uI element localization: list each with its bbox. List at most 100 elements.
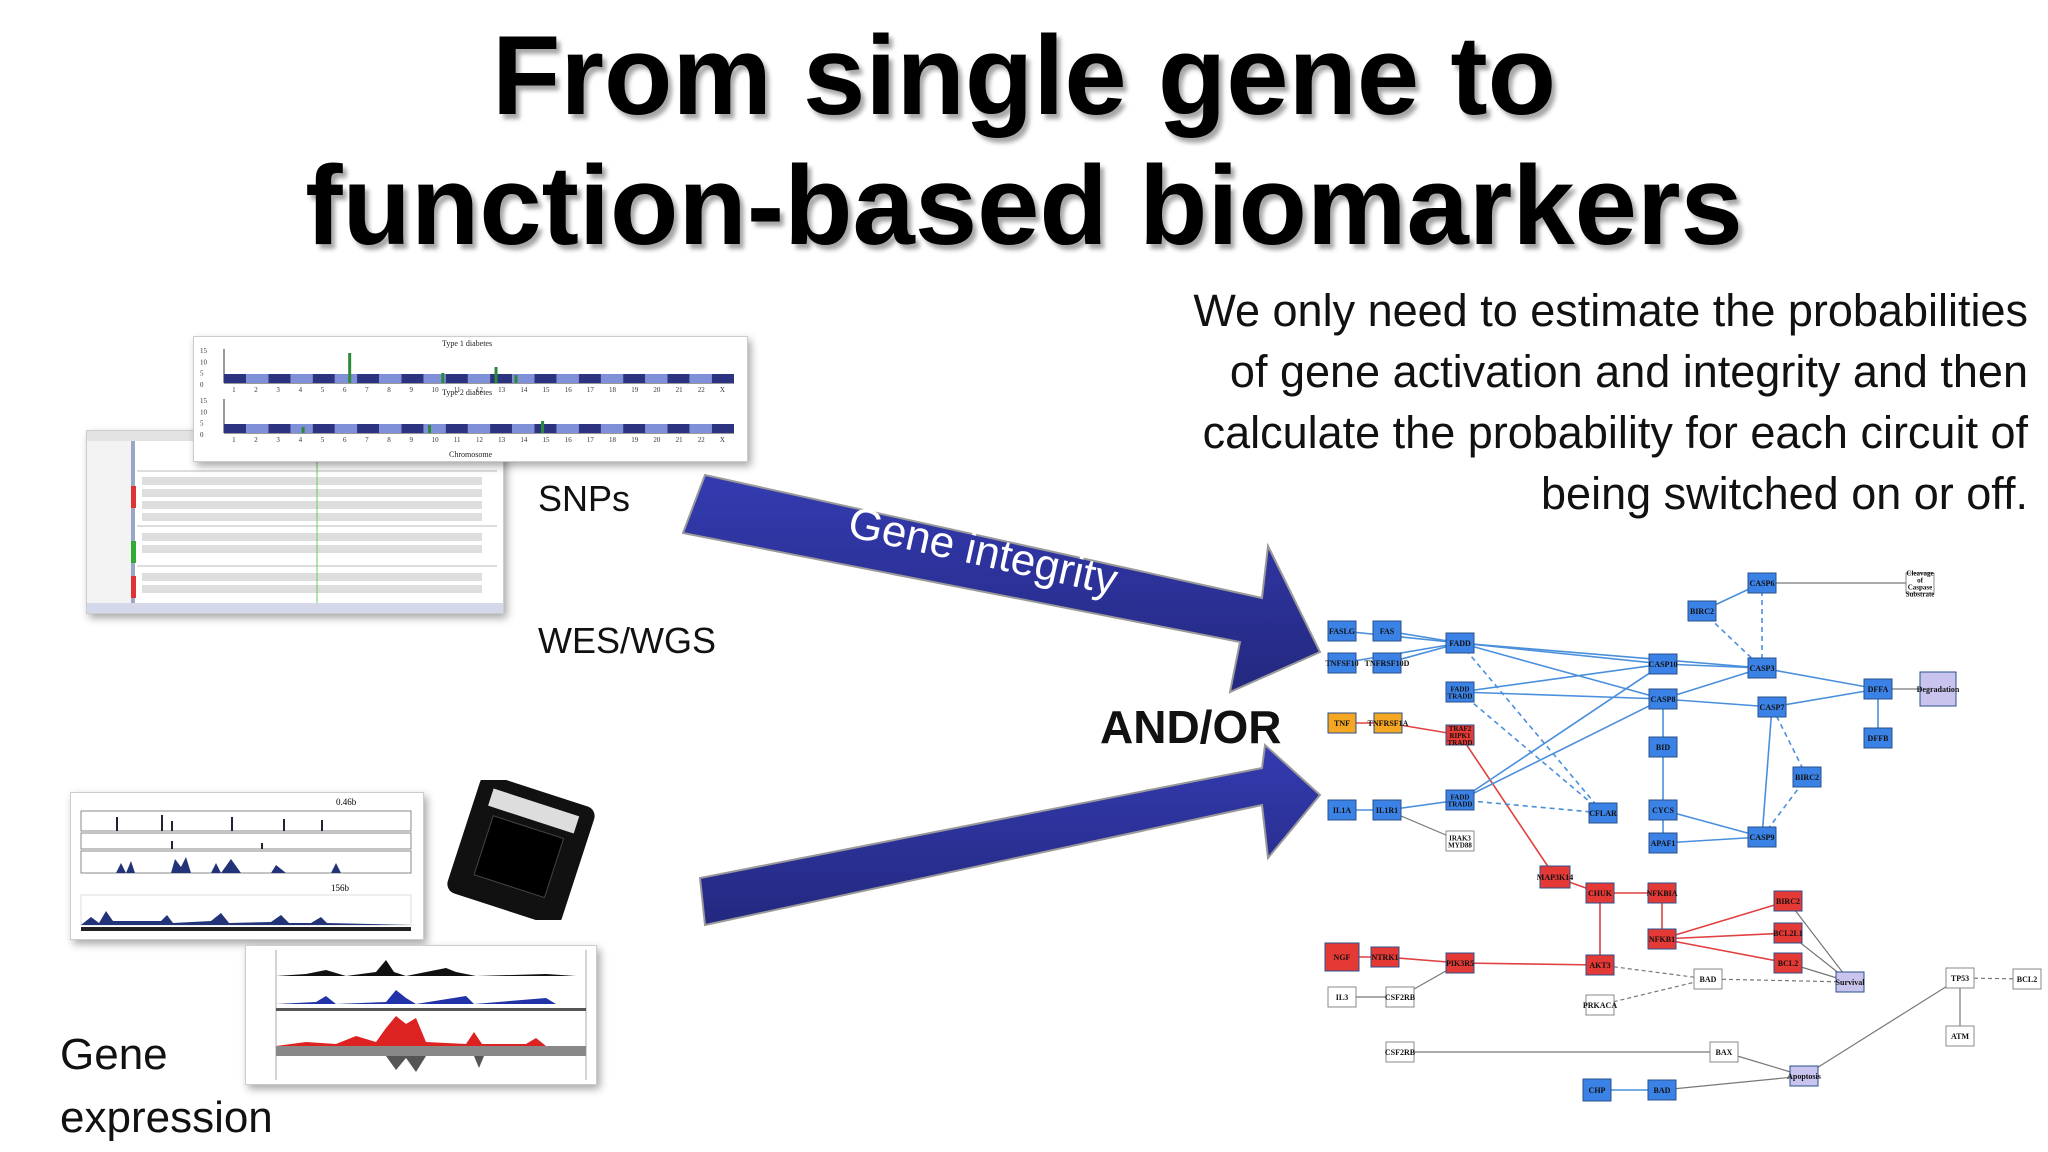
network-edge (1459, 642, 1604, 814)
network-node-tnf: TNF (1327, 712, 1357, 734)
network-node-label: CASP9 (1750, 833, 1775, 842)
network-edge (1661, 900, 1789, 940)
chromosome-tick-label: 14 (520, 436, 528, 444)
network-node-label: NTRK1 (1371, 953, 1398, 962)
network-node-label: BCL2L1 (1773, 929, 1803, 938)
chromosome-band (401, 424, 424, 433)
network-node-label: NFKBIA (1646, 889, 1677, 898)
description-line: calculate the probability for each circu… (1202, 407, 2028, 458)
chromosome-tick-label: 3 (276, 436, 280, 444)
network-node-label: Apoptosis (1787, 1072, 1821, 1081)
network-node-label: Degradation (1917, 685, 1960, 694)
network-node-bcl2: BCL2 (2012, 968, 2042, 990)
manhattan-plot: Type 1 diabetes Type 2 diabetes Chromoso… (200, 339, 734, 459)
network-node-label: FASLG (1329, 627, 1355, 636)
chromosome-tick-label: 9 (409, 386, 413, 394)
network-edge (1459, 663, 1664, 801)
network-node-label: CSF2RB (1385, 1048, 1416, 1057)
chromosome-band (268, 424, 291, 433)
network-node-fadd: FADD (1445, 632, 1475, 654)
network-node-casp8: CASP8 (1648, 688, 1678, 710)
network-node-csf2rb: CSF2RB (1385, 986, 1416, 1008)
network-node-label: CYCS (1652, 806, 1674, 815)
network-node-label: CASP7 (1760, 703, 1785, 712)
network-edge (1662, 698, 1773, 708)
wes-wgs-label: WES/WGS (538, 620, 716, 661)
network-node-birc2: BIRC2 (1792, 766, 1822, 788)
chromosome-tick-label: X (720, 386, 725, 394)
chromosome-band (401, 374, 424, 383)
network-node-fas: FAS (1372, 620, 1402, 642)
network-node-dffb: DFFB (1863, 727, 1893, 749)
network-node-bid: BID (1648, 736, 1678, 758)
y-tick-label: 5 (200, 420, 204, 428)
chromosome-band (534, 374, 557, 383)
network-node-label: DFFA (1868, 685, 1889, 694)
significant-snp-mark (541, 421, 545, 433)
significant-snp-mark (514, 375, 518, 383)
network-node-label: BIRC2 (1776, 897, 1800, 906)
chromosome-tick-label: 12 (476, 436, 484, 444)
sequencing-chip-graphic (447, 775, 595, 925)
chromosome-tick-label: 1 (232, 386, 236, 394)
chromosome-band (334, 424, 358, 433)
network-node-survival: Survival (1835, 971, 1866, 993)
network-node-label: DFFB (1868, 734, 1890, 743)
network-node-tp53: TP53 (1945, 967, 1975, 989)
gene-activity-arrow (698, 742, 1322, 927)
chromosome-tick-label: 18 (609, 436, 617, 444)
network-edge (1761, 667, 1879, 690)
network-node-label: PRKACA (1583, 1001, 1617, 1010)
chromosome-tick-label: 6 (343, 436, 347, 444)
chromosome-tick-label: 20 (653, 386, 661, 394)
chromosome-tick-label: 7 (365, 436, 369, 444)
chromosome-band (423, 424, 446, 433)
sequencing-chip-device (436, 775, 606, 925)
network-node-label: IL1R1 (1376, 806, 1398, 815)
y-tick-label: 0 (200, 381, 204, 389)
network-edge (1661, 1075, 1805, 1091)
chromosome-tick-label: 22 (698, 386, 706, 394)
network-node-label: Caspase (1908, 584, 1933, 592)
network-node-label: CHP (1589, 1086, 1606, 1095)
chromosome-band (268, 374, 291, 383)
network-edges (1341, 582, 2028, 1091)
coverage-tracks-panel: 0.46b 156b (70, 792, 424, 940)
gene-expression-label-line-2: expression (60, 1093, 273, 1142)
network-node-label: TRAF2 (1449, 725, 1472, 733)
chromosome-band (667, 374, 690, 383)
chromosome-tick-label: 17 (587, 386, 595, 394)
chromosome-tick-label: 16 (565, 436, 573, 444)
chromosome-band (645, 424, 668, 433)
network-edge (1459, 799, 1604, 814)
network-node-label: IL3 (1336, 993, 1348, 1002)
network-node-ngf: NGF (1324, 942, 1360, 972)
network-edge (1803, 977, 1961, 1077)
network-edge (1761, 706, 1773, 838)
network-edge (1459, 734, 1556, 878)
chromosome-band (534, 424, 557, 433)
network-node-label: APAF1 (1651, 839, 1676, 848)
chromosome-band (224, 374, 247, 383)
description-line: being switched on or off. (1541, 468, 2028, 519)
network-node-label: BCL2 (1778, 959, 1798, 968)
chromosome-tick-label: 19 (631, 436, 639, 444)
chromosome-band (290, 374, 313, 383)
network-node-label: CHUK (1588, 889, 1613, 898)
chromosome-tick-label: 6 (343, 386, 347, 394)
network-edge (1662, 809, 1763, 838)
network-node-casp7: CASP7 (1757, 696, 1787, 718)
network-edge (1459, 691, 1604, 814)
network-node-il1a: IL1A (1327, 799, 1357, 821)
network-node-label: MAP3K14 (1537, 873, 1573, 882)
network-node-nfkbia: NFKBIA (1646, 882, 1678, 904)
chromosome-band (379, 424, 402, 433)
network-node-bax: BAX (1709, 1041, 1739, 1063)
network-node-tnfsf10: TNFSF10 (1325, 652, 1359, 674)
network-node-label: Survival (1836, 978, 1866, 987)
network-node-label: FADD (1451, 686, 1470, 694)
plot1-title: Type 1 diabetes (442, 339, 492, 348)
chromosome-band (512, 424, 535, 433)
chromosome-band (379, 374, 402, 383)
